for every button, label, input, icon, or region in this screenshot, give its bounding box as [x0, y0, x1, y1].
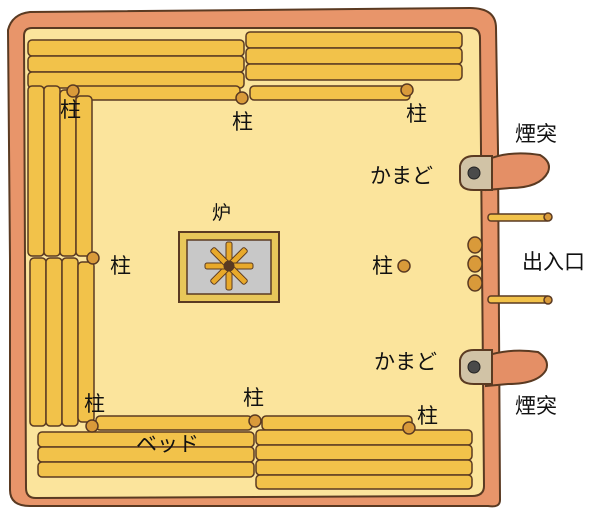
post-label-8: 柱	[417, 404, 438, 428]
entrance	[467, 212, 553, 305]
bottom-bunk	[37, 415, 473, 490]
oven-top	[459, 155, 493, 191]
oven-label-bottom: かまど	[374, 350, 437, 374]
post-label-2: 柱	[232, 110, 253, 134]
posts	[66, 83, 416, 435]
post-marker	[402, 421, 416, 435]
post-label-4: 柱	[110, 254, 131, 278]
oven-label-top: かまど	[370, 164, 433, 188]
hearth-label: 炉	[212, 202, 232, 224]
post-marker	[66, 84, 80, 98]
post-marker	[400, 83, 414, 97]
post-marker	[397, 259, 411, 273]
post-label-5: 柱	[372, 254, 393, 278]
post-label-7: 柱	[243, 386, 264, 410]
bed-label: ベッド	[136, 432, 199, 456]
post-label-3: 柱	[406, 102, 427, 126]
post-marker	[85, 419, 99, 433]
post-label-1: 柱	[60, 98, 81, 122]
post-label-6: 柱	[84, 392, 105, 416]
chimney-label-top: 煙突	[515, 122, 557, 146]
oven-bottom	[459, 349, 493, 385]
post-marker	[235, 91, 249, 105]
top-bunk	[27, 31, 463, 101]
chimney-top	[485, 152, 550, 192]
chimney-label-bottom: 煙突	[515, 394, 557, 418]
chimney-bottom	[485, 349, 548, 388]
post-marker	[248, 414, 262, 428]
fire-icon	[204, 241, 254, 291]
entrance-label: 出入口	[522, 250, 585, 274]
post-marker	[86, 251, 100, 265]
